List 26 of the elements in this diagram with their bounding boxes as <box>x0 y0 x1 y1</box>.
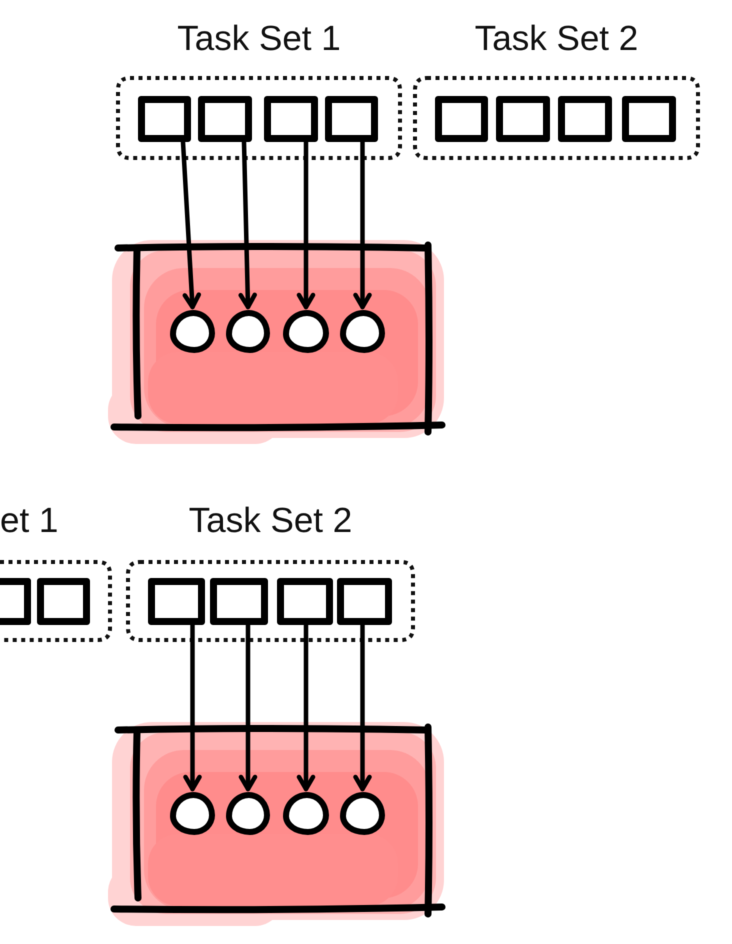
arrow <box>296 622 316 792</box>
group-heading: Task Set 2 <box>188 500 354 542</box>
task-square <box>148 578 205 625</box>
group-heading: Task Set 2 <box>474 18 640 60</box>
arrow <box>353 140 372 310</box>
task-square <box>496 96 550 142</box>
task-square <box>37 578 90 625</box>
task-square <box>622 96 676 142</box>
task-square <box>0 578 31 625</box>
task-square <box>435 96 488 142</box>
task-square <box>264 96 318 142</box>
task-square <box>210 578 268 625</box>
group-heading: et 1 <box>0 500 58 542</box>
arrow <box>183 622 202 792</box>
arrow <box>353 622 372 792</box>
arrow <box>238 140 257 310</box>
task-square <box>337 578 392 625</box>
group-heading: Task Set 1 <box>176 18 342 60</box>
task-square <box>198 96 252 142</box>
task-square <box>325 96 378 142</box>
task-square <box>558 96 612 142</box>
arrow <box>238 622 258 792</box>
task-square <box>138 96 191 142</box>
arrow <box>296 140 316 310</box>
task-square <box>277 578 333 625</box>
arrow <box>180 140 202 310</box>
